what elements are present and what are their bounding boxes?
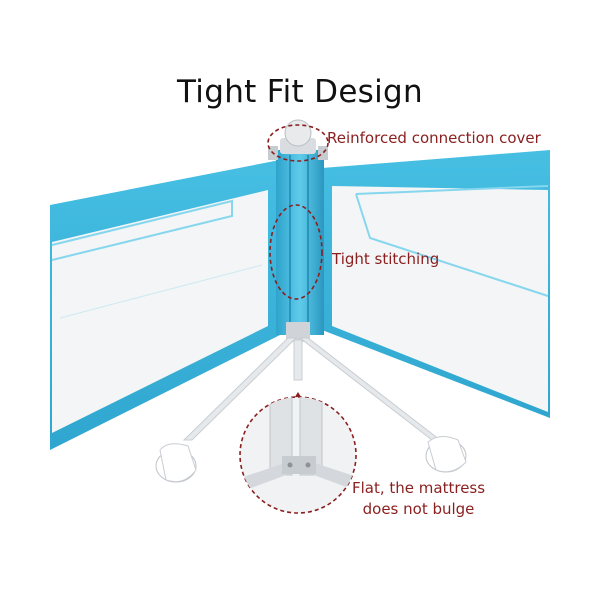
left-rail-panel	[50, 158, 290, 450]
callout-connection-cover: Reinforced connection cover	[327, 129, 541, 147]
right-rail-panel	[322, 150, 550, 418]
center-pole	[268, 119, 328, 342]
callout-stitching: Tight stitching	[332, 250, 440, 268]
callout-flat-line2: does not bulge	[362, 500, 475, 518]
page-title: Tight Fit Design	[177, 74, 423, 110]
callout-flat-mattress: Flat, the mattress does not bulge	[352, 478, 485, 520]
callout-markers	[267, 124, 329, 300]
detail-circle	[239, 396, 357, 514]
callout-flat-line1: Flat, the mattress	[352, 479, 486, 497]
support-legs	[155, 337, 467, 483]
